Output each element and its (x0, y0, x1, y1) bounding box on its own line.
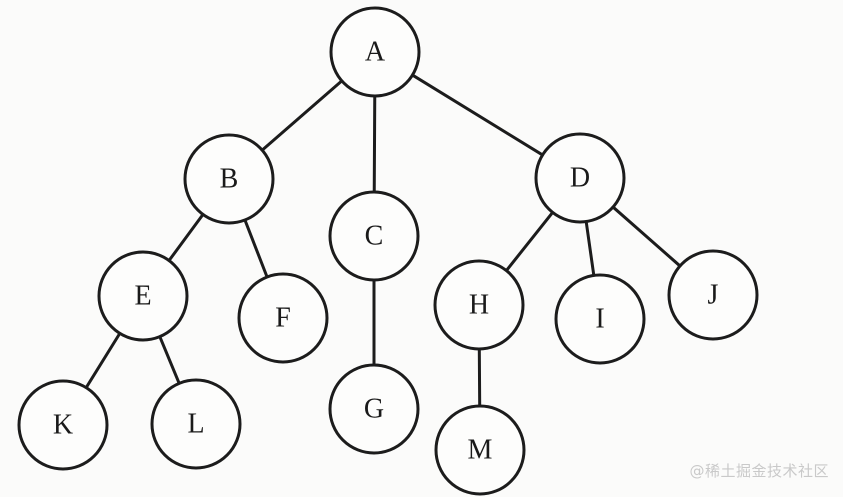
node-circle (97, 250, 189, 342)
node-f: F (237, 272, 329, 364)
node-circle (328, 190, 420, 282)
node-label: B (220, 164, 239, 195)
node-label: H (469, 290, 489, 321)
watermark-text: @稀土掘金技术社区 (689, 462, 829, 480)
node-c: C (328, 190, 420, 282)
edge-e-l (158, 335, 181, 385)
edge-d-h (504, 210, 555, 273)
node-circle (150, 378, 242, 470)
node-label: G (364, 394, 384, 425)
node-label: F (275, 303, 291, 334)
node-label: M (468, 435, 493, 466)
node-h: H (433, 259, 525, 351)
edge-a-d (410, 73, 545, 157)
node-a: A (329, 6, 421, 98)
edge-e-k (84, 331, 122, 390)
node-d: D (534, 132, 626, 224)
node-label: C (365, 221, 384, 252)
node-l: L (150, 378, 242, 470)
node-label: I (595, 304, 604, 335)
node-g: G (328, 363, 420, 455)
node-circle (554, 273, 646, 365)
node-b: B (183, 133, 275, 225)
node-circle (329, 6, 421, 98)
node-label: L (187, 409, 204, 440)
node-label: K (53, 410, 73, 441)
tree-edges (84, 73, 682, 408)
node-k: K (17, 379, 109, 471)
edge-d-i (584, 220, 596, 277)
edge-b-e (167, 212, 205, 263)
tree-nodes: A B C D E F G H I J K L M (17, 6, 759, 496)
node-e: E (97, 250, 189, 342)
node-circle (434, 404, 526, 496)
node-circle (433, 259, 525, 351)
edge-a-c (372, 94, 377, 194)
edge-a-b (260, 79, 344, 152)
node-j: J (667, 249, 759, 341)
node-label: J (708, 280, 719, 311)
node-circle (183, 133, 275, 225)
node-i: I (554, 273, 646, 365)
node-label: D (570, 163, 590, 194)
node-circle (237, 272, 329, 364)
node-circle (17, 379, 109, 471)
edge-d-j (611, 205, 682, 268)
node-circle (328, 363, 420, 455)
node-m: M (434, 404, 526, 496)
node-label: A (365, 37, 386, 68)
node-circle (667, 249, 759, 341)
node-circle (534, 132, 626, 224)
edge-b-f (243, 218, 269, 279)
node-label: E (134, 281, 151, 312)
